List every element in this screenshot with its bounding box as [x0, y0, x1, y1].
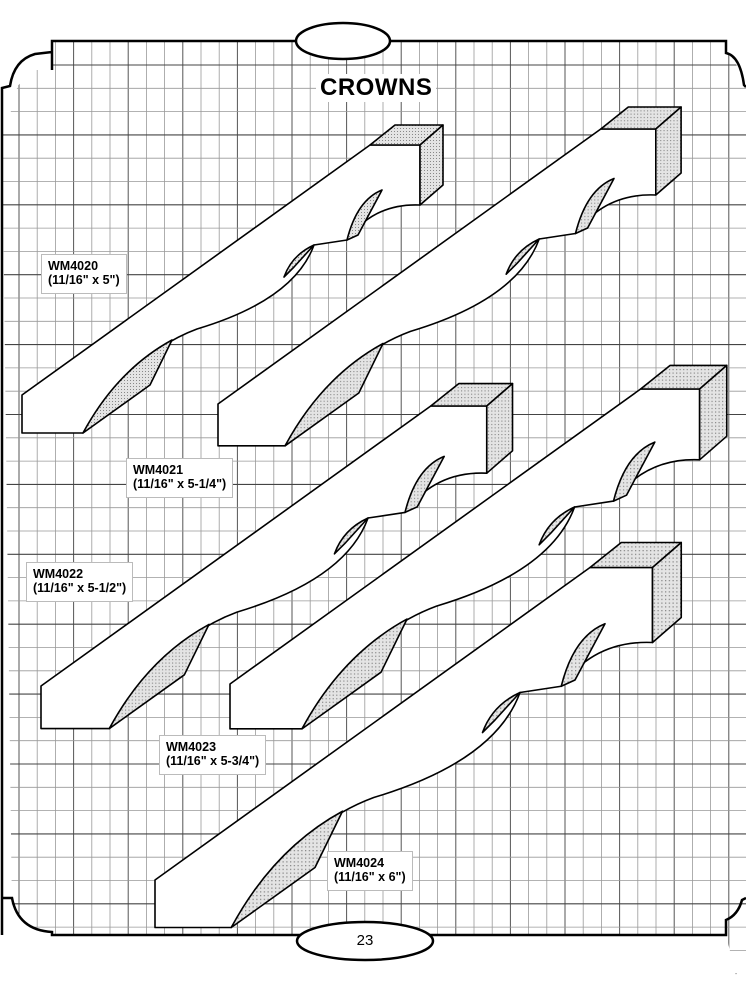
page-number: 23	[356, 932, 374, 949]
moulding-profile-shadow	[574, 177, 615, 235]
moulding-end-face	[485, 382, 514, 474]
crown-moulding-5	[154, 541, 683, 929]
product-label-wm4022: WM4022 (11/16" x 5-1/2")	[26, 562, 134, 602]
moulding-profile-shadow	[612, 441, 656, 502]
product-code: WM4024	[334, 856, 385, 870]
moulding-profile-shadow	[538, 506, 576, 546]
moulding-profile-shadow	[404, 455, 446, 514]
product-code: WM4020	[48, 259, 99, 273]
moulding-profile-shadow	[560, 622, 606, 688]
moulding-profile-shadow	[108, 623, 210, 730]
moulding-end-face	[651, 541, 683, 644]
moulding-profile-shadow	[481, 691, 521, 734]
moulding-profile-shadow	[346, 189, 383, 241]
moulding-end-face	[698, 364, 728, 461]
top-ellipse	[294, 21, 392, 61]
product-size: (11/16" x 5-3/4")	[166, 754, 260, 768]
product-size: (11/16" x 6")	[334, 870, 406, 884]
moulding-end-face	[655, 106, 682, 196]
product-code: WM4022	[33, 567, 84, 581]
moulding-end-face	[419, 124, 444, 206]
moulding-profile-shadow	[284, 342, 384, 447]
moulding-profile-shadow	[283, 244, 315, 278]
moulding-profile-shadow	[301, 618, 408, 730]
crown-moulding-4	[229, 364, 728, 730]
product-size: (11/16" x 5")	[48, 273, 120, 287]
moulding-profile-shadow	[333, 517, 369, 555]
product-label-wm4023: WM4023 (11/16" x 5-3/4")	[159, 735, 267, 775]
crown-moulding-3	[40, 382, 514, 730]
product-label-wm4020: WM4020 (11/16" x 5")	[41, 254, 127, 294]
product-code: WM4021	[133, 463, 184, 477]
moulding-profile-shadow	[505, 238, 541, 275]
crown-moulding-2	[217, 106, 682, 447]
page-number-ellipse	[295, 920, 435, 962]
product-label-wm4021: WM4021 (11/16" x 5-1/4")	[126, 458, 234, 498]
moulding-profile-shadow	[82, 339, 173, 434]
page-frame	[0, 39, 746, 937]
crown-moulding-1	[21, 124, 444, 434]
product-code: WM4023	[166, 740, 217, 754]
product-label-wm4024: WM4024 (11/16" x 6")	[327, 851, 413, 891]
moulding-profile-shadow	[230, 810, 344, 929]
product-size: (11/16" x 5-1/4")	[133, 477, 227, 491]
product-size: (11/16" x 5-1/2")	[33, 581, 127, 595]
page-title: CROWNS	[316, 74, 437, 102]
